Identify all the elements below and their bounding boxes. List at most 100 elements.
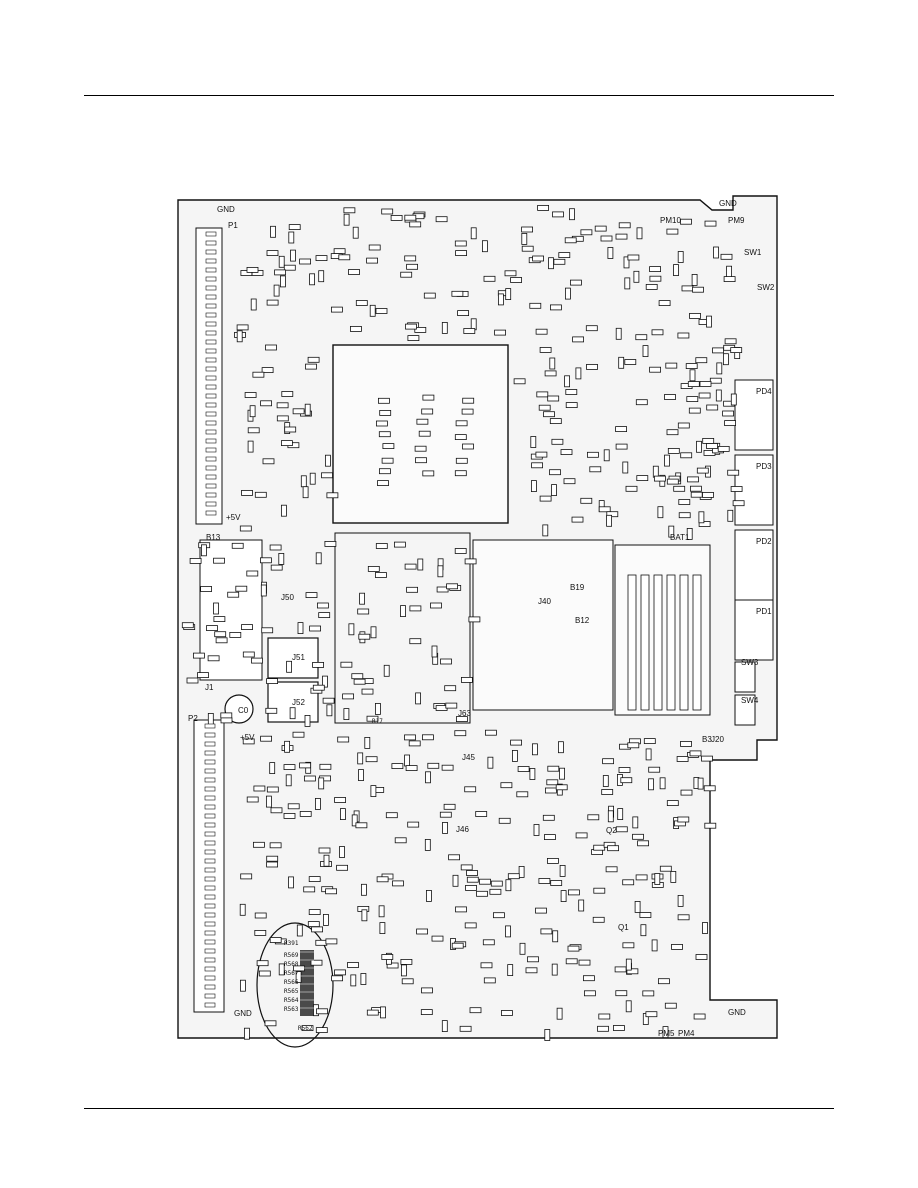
resistor-pad (625, 1000, 632, 1013)
resistor-pad (666, 478, 679, 485)
resistor-pad (730, 347, 743, 354)
resistor-pad (483, 977, 496, 984)
resistor-pad (688, 407, 701, 414)
resistor-pad (666, 429, 679, 436)
resistor-pad (360, 883, 367, 896)
connector-pin (204, 957, 216, 963)
resistor-pad (235, 585, 248, 592)
resistor-pad (265, 707, 278, 714)
ic-pad (416, 418, 429, 425)
resistor-pad (479, 878, 491, 885)
connector-pin (204, 975, 216, 981)
connector-pin (204, 741, 216, 747)
resistor-pad (505, 879, 512, 892)
resistor-pad (189, 558, 202, 564)
resistor-pad (521, 226, 533, 233)
resistor-pad (558, 252, 571, 259)
resistor-pad (601, 789, 614, 795)
resistor-pad (550, 304, 562, 311)
resistor-pad (266, 250, 279, 257)
resistor-pad (295, 971, 302, 983)
component-label: PM10 (660, 216, 681, 225)
resistor-pad (627, 742, 640, 749)
component-label: R568 (284, 961, 299, 968)
resistor-pad (441, 1020, 448, 1032)
resistor-pad (206, 625, 218, 631)
pd-block-3 (734, 529, 774, 601)
resistor-pad (558, 741, 564, 754)
resistor-pad (722, 410, 734, 417)
resistor-pad (624, 359, 637, 365)
resistor-pad (430, 602, 442, 609)
resistor-pad (593, 887, 606, 894)
resistor-pad (732, 500, 745, 507)
resistor-pad (654, 873, 661, 885)
resistor-pad (322, 697, 335, 704)
resistor-pad (652, 465, 659, 478)
resistor-pad (724, 420, 736, 427)
resistor-pad (559, 767, 565, 780)
resistor-pad (246, 570, 259, 577)
resistor-pad (607, 247, 614, 259)
resistor-pad (392, 880, 404, 887)
resistor-pad (664, 454, 670, 467)
resistor-pad (569, 208, 575, 221)
resistor-pad (720, 253, 733, 260)
resistor-pad (250, 298, 257, 311)
resistor-pad (730, 486, 743, 492)
resistor-pad (723, 276, 736, 283)
resistor-pad (686, 396, 699, 403)
connector-pin (204, 966, 216, 972)
resistor-pad (483, 275, 496, 282)
resistor-pad (266, 855, 279, 862)
resistor-pad (676, 756, 689, 762)
battery-cell (692, 574, 702, 711)
resistor-pad (451, 942, 464, 949)
connector-pin (204, 867, 216, 873)
resistor-pad (521, 232, 528, 245)
resistor-pad (247, 427, 260, 434)
ic-pad (455, 457, 468, 464)
sw-block-4 (734, 694, 756, 726)
resistor-pad (307, 921, 320, 927)
ic-pad (382, 443, 395, 450)
resistor-pad (287, 803, 300, 810)
resistor-pad (260, 400, 273, 407)
resistor-pad (645, 748, 652, 761)
resistor-pad (319, 763, 332, 770)
resistor-pad (498, 817, 511, 824)
resistor-pad (531, 480, 537, 493)
ic-pad (381, 457, 394, 464)
resistor-pad (436, 586, 449, 593)
resistor-pad (347, 962, 359, 968)
resistor-pad (555, 784, 568, 791)
resistor-pad (648, 778, 654, 791)
resistor-pad (283, 764, 296, 770)
resistor-pad (706, 315, 712, 328)
component-pads (181, 204, 745, 1041)
resistor-pad (308, 876, 321, 882)
resistor-pad (207, 655, 220, 662)
resistor-pad (252, 371, 265, 378)
resistor-pad (231, 542, 244, 549)
resistor-pad (698, 521, 711, 527)
resistor-pad (645, 283, 658, 290)
resistor-pad (575, 367, 582, 380)
resistor-pad (702, 922, 708, 934)
resistor-pad (284, 426, 297, 433)
resistor-pad (425, 890, 432, 902)
resistor-pad (551, 438, 564, 445)
component-label: PD4 (756, 387, 772, 396)
resistor-pad (598, 506, 611, 513)
resistor-pad (547, 395, 560, 402)
ic-pad (454, 470, 467, 477)
resistor-pad (673, 264, 679, 277)
resistor-pad (549, 418, 562, 425)
resistor-pad (258, 970, 271, 977)
resistor-pad (420, 1009, 433, 1015)
resistor-pad (200, 544, 207, 557)
resistor-pad (565, 389, 578, 395)
resistor-pad (636, 227, 643, 240)
resistor-pad (535, 328, 548, 335)
